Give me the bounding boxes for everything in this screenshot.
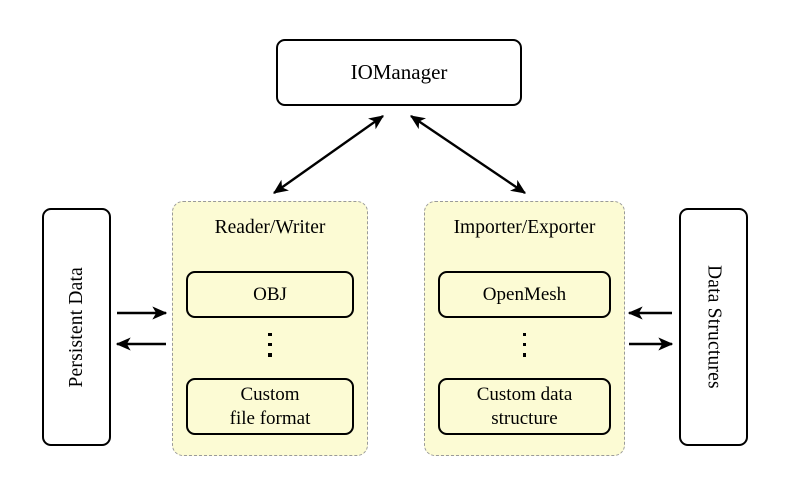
iomanager-label: IOManager — [350, 60, 448, 84]
ellipsis-dot — [268, 343, 272, 347]
reader-writer-group[interactable]: Reader/Writer OBJ Custom file format — [172, 201, 368, 456]
data-structures-label: Data Structures — [703, 265, 725, 389]
iomanager-node[interactable]: IOManager — [276, 39, 522, 106]
persistent-data-label: Persistent Data — [65, 266, 87, 388]
ellipsis-dot — [268, 333, 272, 337]
obj-label: OBJ — [253, 283, 287, 305]
openmesh-node[interactable]: OpenMesh — [438, 271, 611, 318]
ellipsis-dot — [522, 333, 527, 337]
importer-exporter-title: Importer/Exporter — [453, 217, 596, 238]
openmesh-label: OpenMesh — [482, 283, 567, 305]
persistent-data-node[interactable]: Persistent Data — [42, 208, 111, 446]
custom-data-structure-label: Custom data structure — [477, 383, 573, 431]
reader-writer-ellipsis-icon — [173, 333, 367, 357]
arrow-iomanager-reader-writer — [273, 115, 384, 194]
custom-data-structure-line1: Custom data — [476, 383, 573, 405]
custom-file-format-line1: Custom — [240, 383, 300, 405]
custom-file-format-node[interactable]: Custom file format — [186, 378, 354, 435]
custom-data-structure-node[interactable]: Custom data structure — [438, 378, 611, 435]
data-structures-node[interactable]: Data Structures — [679, 208, 748, 446]
arrow-iomanager-importer-exporter — [410, 115, 526, 194]
custom-data-structure-line2: structure — [491, 407, 558, 429]
ellipsis-dot — [522, 343, 527, 347]
importer-exporter-group[interactable]: Importer/Exporter OpenMesh Custom data s… — [424, 201, 625, 456]
ellipsis-dot — [522, 353, 527, 357]
importer-exporter-ellipsis-icon — [425, 333, 624, 357]
custom-file-format-line2: file format — [229, 407, 311, 429]
ellipsis-dot — [268, 353, 272, 357]
obj-node[interactable]: OBJ — [186, 271, 354, 318]
custom-file-format-label: Custom file format — [230, 383, 311, 431]
reader-writer-title: Reader/Writer — [214, 217, 326, 238]
